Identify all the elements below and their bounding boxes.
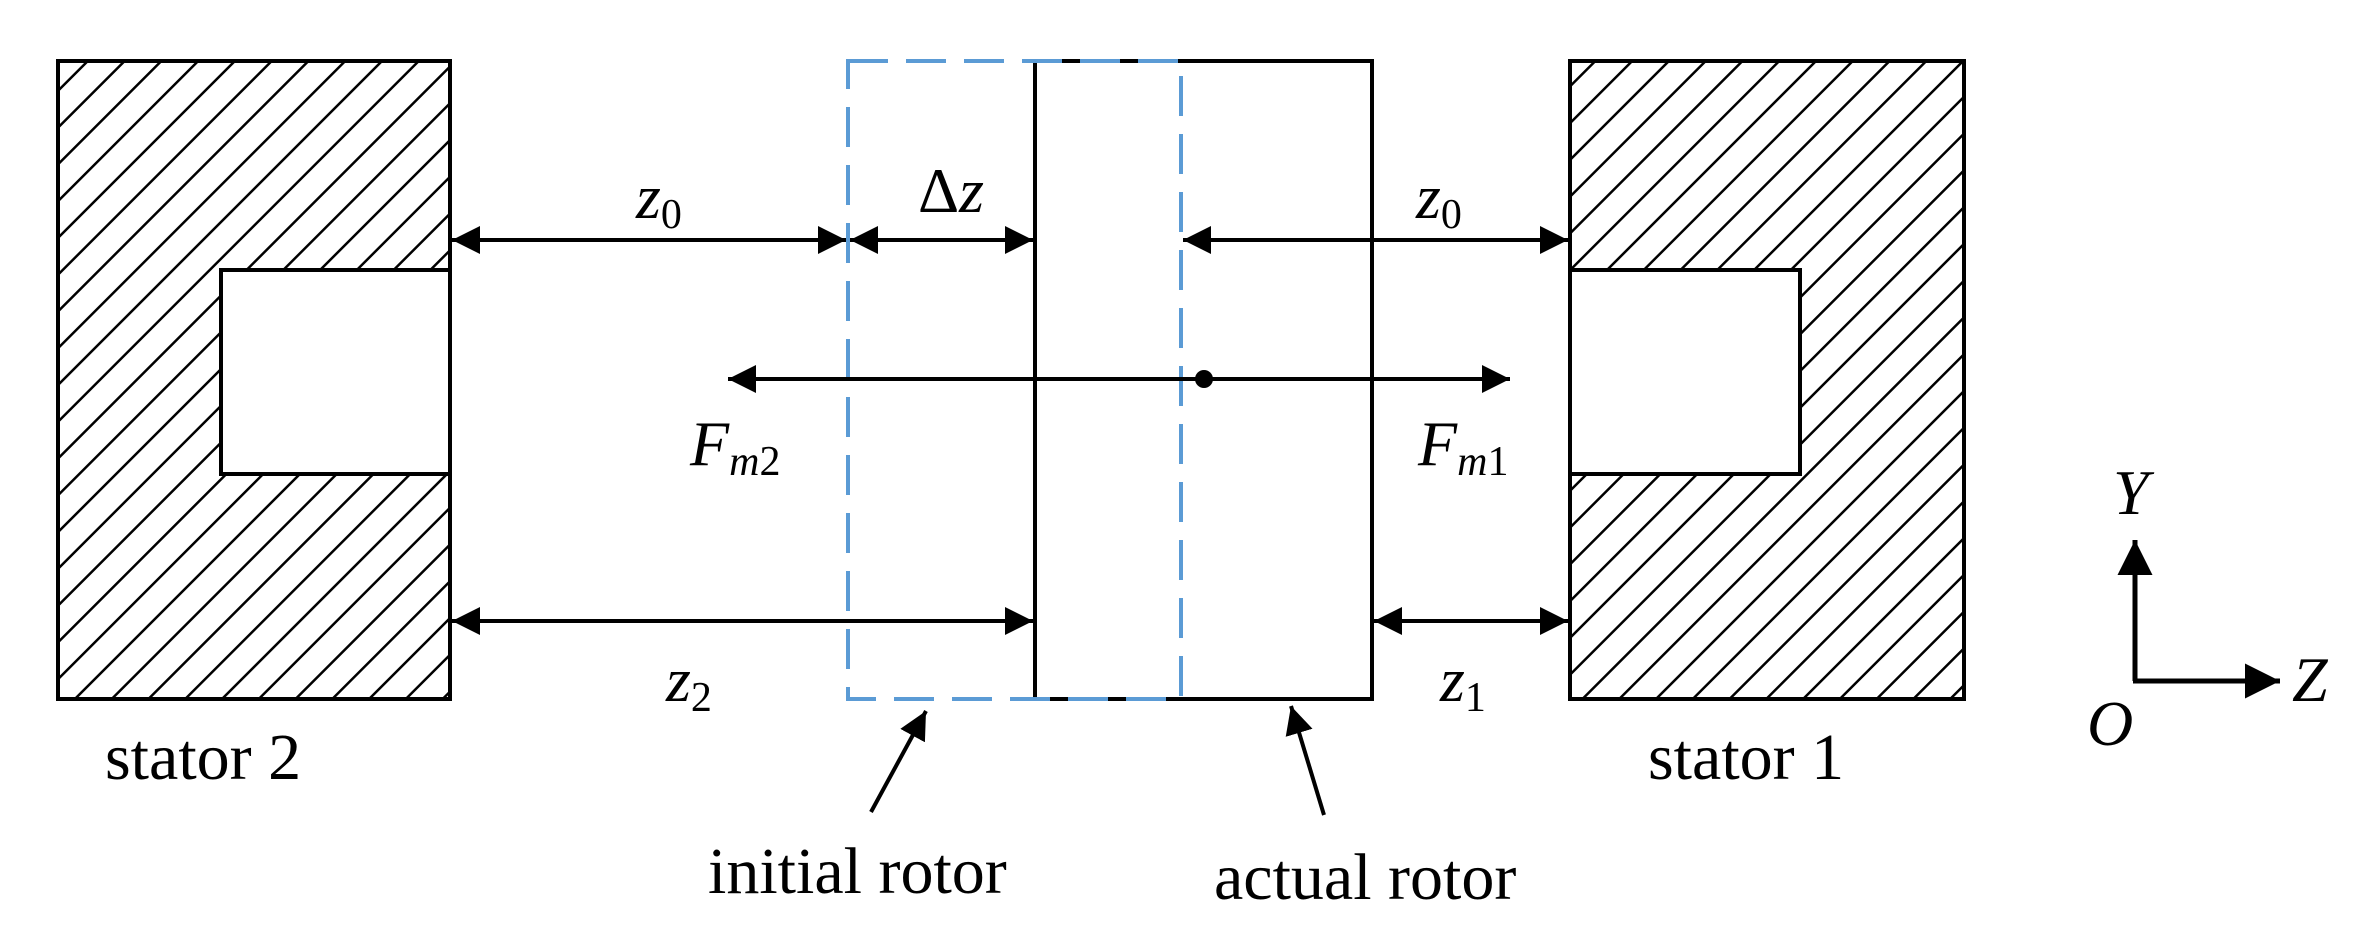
z0-left-label: z0 xyxy=(635,161,682,238)
origin-label: O xyxy=(2087,688,2133,759)
initial-rotor-pointer xyxy=(869,710,928,813)
z-axis-label: Z xyxy=(2292,644,2329,715)
coordinate-axes xyxy=(2117,540,2280,699)
z1-label: z1 xyxy=(1439,644,1486,721)
stator-1-slot xyxy=(1568,268,1802,476)
z2-label: z2 xyxy=(665,644,712,721)
y-axis-label: Y xyxy=(2113,457,2155,528)
actual-rotor-pointer xyxy=(1285,705,1326,816)
stator-1-label: stator 1 xyxy=(1648,721,1844,794)
actual-rotor-label: actual rotor xyxy=(1214,841,1516,914)
fm1-label: Fm1 xyxy=(1417,408,1508,485)
stator-2 xyxy=(56,59,452,701)
stator-2-slot xyxy=(219,268,452,476)
initial-rotor-label: initial rotor xyxy=(708,835,1007,908)
stator-1 xyxy=(1568,59,1966,701)
fm2-label: Fm2 xyxy=(689,408,780,485)
force-origin-dot xyxy=(1195,370,1213,388)
delta-z-label: Δz xyxy=(918,155,984,226)
z0-right-label: z0 xyxy=(1415,161,1462,238)
stator-2-label: stator 2 xyxy=(105,721,301,794)
